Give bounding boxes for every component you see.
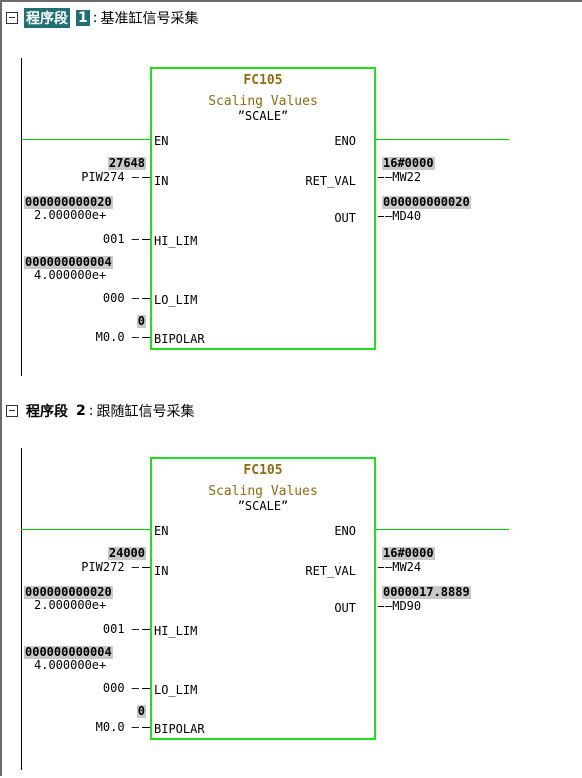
power-rail [21, 448, 22, 770]
collapse-icon[interactable] [6, 12, 18, 24]
pin-lo-lim: LO_LIM [154, 293, 198, 307]
bipolar-value[interactable]: 0 [136, 704, 146, 718]
ret-val-value[interactable]: 16#0000 [382, 156, 435, 170]
power-rail [21, 58, 22, 376]
lo-lim-float: 4.000000e+ [34, 658, 107, 672]
network-1[interactable]: 程序段 1 : 基准缸信号采集 FC105 Scaling Values ”SC… [0, 0, 582, 385]
pin-en: EN [154, 134, 169, 148]
pin-ret-val: RET_VAL [305, 174, 356, 188]
en-wire [21, 139, 150, 140]
network-2[interactable]: 程序段 2 : 跟随缸信号采集 FC105 Scaling Values ”SC… [0, 393, 582, 778]
bipolar-wire [142, 727, 150, 728]
hi-lim-float: 2.000000e+ [34, 208, 107, 222]
fc105-block[interactable]: FC105 Scaling Values ”SCALE” EN ENO IN R… [150, 457, 376, 740]
pin-bipolar: BIPOLAR [154, 722, 205, 736]
pin-in: IN [154, 564, 169, 578]
pin-in: IN [154, 174, 169, 188]
ret-val-address[interactable]: –MW24 [385, 560, 422, 574]
block-description: Scaling Values [208, 484, 318, 499]
out-wire [378, 216, 384, 217]
bipolar-address[interactable]: M0.0 – [95, 330, 139, 344]
block-symbol: ”SCALE” [237, 499, 289, 513]
in-address[interactable]: PIW272 – [81, 560, 139, 574]
network-header: 程序段 2 : 跟随缸信号采集 [6, 401, 194, 421]
collapse-icon[interactable] [6, 405, 18, 417]
ret-val-wire [378, 177, 384, 178]
out-address[interactable]: –MD40 [385, 209, 422, 223]
out-address[interactable]: –MD90 [385, 599, 422, 613]
left-border [0, 0, 2, 776]
hi-lim-float: 2.000000e+ [34, 598, 107, 612]
out-value[interactable]: 0000017.8889 [382, 585, 471, 599]
pin-out: OUT [334, 211, 356, 225]
in-wire [142, 567, 150, 568]
hi-lim-address[interactable]: 001 – [102, 232, 139, 246]
lo-lim-value[interactable]: 000000000004 [24, 255, 113, 269]
pin-lo-lim: LO_LIM [154, 683, 198, 697]
bipolar-value[interactable]: 0 [136, 314, 146, 328]
network-title[interactable]: 基准缸信号采集 [100, 11, 199, 27]
network-label[interactable]: 程序段 [24, 8, 70, 28]
pin-en: EN [154, 524, 169, 538]
network-header: 程序段 1 : 基准缸信号采集 [6, 8, 198, 28]
top-border [0, 0, 582, 2]
block-symbol: ”SCALE” [237, 109, 289, 123]
lo-lim-float: 4.000000e+ [34, 268, 107, 282]
ret-val-value[interactable]: 16#0000 [382, 546, 435, 560]
hi-lim-wire [142, 239, 150, 240]
in-address[interactable]: PIW274 – [81, 170, 139, 184]
network-number[interactable]: 1 [76, 10, 90, 26]
in-value[interactable]: 27648 [107, 156, 146, 170]
pin-hi-lim: HI_LIM [154, 624, 198, 638]
bipolar-wire [142, 337, 150, 338]
pin-hi-lim: HI_LIM [154, 234, 198, 248]
hi-lim-address[interactable]: 001 – [102, 622, 139, 636]
network-number[interactable]: 2 [76, 403, 86, 419]
pin-eno: ENO [334, 134, 356, 148]
in-wire [142, 177, 150, 178]
lo-lim-address[interactable]: 000 – [102, 291, 139, 305]
eno-wire [376, 529, 509, 530]
block-description: Scaling Values [208, 94, 318, 109]
network-title[interactable]: 跟随缸信号采集 [96, 404, 195, 420]
hi-lim-wire [142, 629, 150, 630]
ret-val-wire [378, 567, 384, 568]
lo-lim-wire [142, 688, 150, 689]
bipolar-address[interactable]: M0.0 – [95, 720, 139, 734]
block-name: FC105 [243, 73, 283, 88]
lo-lim-value[interactable]: 000000000004 [24, 645, 113, 659]
en-wire [21, 529, 150, 530]
block-name: FC105 [243, 463, 283, 478]
hi-lim-value[interactable]: 000000000020 [24, 195, 113, 209]
pin-ret-val: RET_VAL [305, 564, 356, 578]
in-value[interactable]: 24000 [107, 546, 146, 560]
lo-lim-address[interactable]: 000 – [102, 681, 139, 695]
eno-wire [376, 139, 509, 140]
pin-out: OUT [334, 601, 356, 615]
network-label[interactable]: 程序段 [26, 404, 68, 420]
pin-eno: ENO [334, 524, 356, 538]
lo-lim-wire [142, 298, 150, 299]
fc105-block[interactable]: FC105 Scaling Values ”SCALE” EN ENO IN R… [150, 67, 376, 350]
ret-val-address[interactable]: –MW22 [385, 170, 422, 184]
pin-bipolar: BIPOLAR [154, 332, 205, 346]
hi-lim-value[interactable]: 000000000020 [24, 585, 113, 599]
out-value[interactable]: 000000000020 [382, 195, 471, 209]
out-wire [378, 606, 384, 607]
